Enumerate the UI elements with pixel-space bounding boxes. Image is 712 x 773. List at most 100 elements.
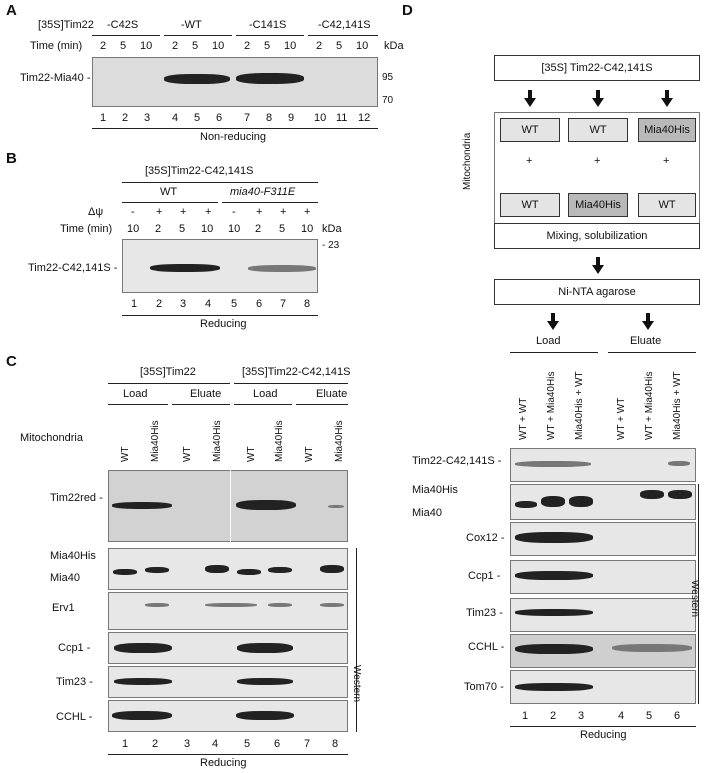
- panel-c-condition: Reducing: [200, 757, 247, 769]
- panel-b-dpsi-5: -: [232, 206, 236, 218]
- panel-c-construct-1: [35S]Tim22: [140, 366, 196, 378]
- panel-a-lane-11: 11: [336, 112, 348, 124]
- panel-d-lane-label-1: WT + WT: [518, 397, 529, 440]
- panel-d-fraction-eluate: Eluate: [630, 335, 662, 347]
- panel-a-time-11: 5: [336, 40, 343, 52]
- panel-a-group-3: -C141S: [249, 19, 287, 31]
- panel-c-lane-3: 3: [184, 738, 191, 750]
- panel-b-time-1: 10: [127, 223, 140, 235]
- panel-d-band-mia40-5: [640, 490, 664, 499]
- panel-b-dpsi-6: +: [256, 206, 263, 218]
- panel-c-lane-1: 1: [122, 738, 129, 750]
- panel-c-band-tim23-b: [237, 678, 293, 685]
- panel-a-time-6: 10: [212, 40, 225, 52]
- panel-a-blot: [92, 57, 378, 107]
- panel-d-pair-1-top: WT: [500, 118, 560, 142]
- panel-d-blot-mia40: [510, 484, 696, 520]
- panel-d-row-ccp1: Ccp1 -: [468, 570, 501, 582]
- panel-c-fraction-line-2: [172, 404, 230, 405]
- panel-d-frac-arrow-stem-1: [551, 313, 555, 321]
- panel-a-lane-12: 12: [358, 112, 371, 124]
- panel-a-group-2: -WT: [181, 19, 202, 31]
- panel-c-lane-2: 2: [152, 738, 159, 750]
- panel-c-row-tim23: Tim23 -: [56, 676, 93, 688]
- panel-a-lane-4: 4: [172, 112, 179, 124]
- panel-b-dpsi-2: +: [156, 206, 163, 218]
- panel-c-western-bracket: [356, 548, 357, 732]
- panel-d-pair-1-bottom: WT: [500, 193, 560, 217]
- panel-b-time-4: 10: [201, 223, 214, 235]
- panel-d-letter: D: [402, 2, 413, 19]
- panel-a-lane-5: 5: [194, 112, 201, 124]
- panel-d-eluate-line: [608, 352, 696, 353]
- panel-c-band-tim22: [112, 502, 172, 509]
- panel-a-time-12: 10: [356, 40, 369, 52]
- panel-d-row-tim23: Tim23 -: [466, 607, 503, 619]
- panel-d-top-arrow-down-icon-1: [524, 98, 536, 107]
- panel-c-blot-erv1: [108, 592, 348, 630]
- panel-b-time-label: Time (min): [60, 223, 113, 235]
- panel-c-mito-7: WT: [304, 446, 315, 462]
- panel-c-band-tim23-a: [114, 678, 172, 685]
- panel-c-fraction-2: Eluate: [190, 388, 222, 400]
- panel-c-construct-line-1: [108, 383, 230, 384]
- panel-a-group-1: -C42S: [107, 19, 139, 31]
- panel-d-row-mia40his: Mia40His: [412, 484, 458, 496]
- panel-d-lane-6: 6: [674, 710, 681, 722]
- panel-c-row-mia40: Mia40: [50, 572, 80, 584]
- panel-c-band-mia40-6: [268, 567, 292, 573]
- panel-d-row-cox12: Cox12 -: [466, 532, 505, 544]
- panel-d-lane-2: 2: [550, 710, 557, 722]
- panel-c-fraction-line-1: [108, 404, 168, 405]
- panel-a-group-4: -C42,141S: [318, 19, 371, 31]
- panel-c-mito-2: Mia40His: [150, 420, 161, 462]
- panel-c-band-mia40-2: [145, 567, 169, 573]
- panel-a-time-7: 2: [244, 40, 251, 52]
- panel-c-row-mia40his: Mia40His: [50, 550, 96, 562]
- panel-d-lane-label-4: WT + WT: [616, 397, 627, 440]
- panel-d-frac-arrow-stem-2: [646, 313, 650, 321]
- panel-a-bracket-3: [236, 35, 304, 36]
- panel-b-band-mutant: [248, 265, 316, 272]
- panel-a-kda: kDa: [384, 40, 404, 52]
- panel-c-mito-label: Mitochondria: [20, 432, 83, 444]
- panel-a-bracket-2: [164, 35, 232, 36]
- panel-d-band-tim23: [515, 609, 593, 616]
- panel-b-time-7: 5: [279, 223, 286, 235]
- panel-c-mito-4: Mia40His: [212, 420, 223, 462]
- panel-b-marker: - 23: [322, 240, 340, 251]
- panel-b-lane-4: 4: [205, 298, 212, 310]
- panel-c-lane-8: 8: [332, 738, 339, 750]
- panel-d-fraction-load: Load: [536, 335, 561, 347]
- panel-d-band-tim22-load: [515, 461, 591, 467]
- panel-c-western: Western: [351, 665, 362, 703]
- panel-d-nita-arrow-down-icon-1: [592, 265, 604, 274]
- panel-a-time-label: Time (min): [30, 40, 83, 52]
- panel-b-lane-2: 2: [156, 298, 163, 310]
- panel-c-band-mia40-1: [113, 569, 137, 575]
- panel-b-time-5: 10: [228, 223, 241, 235]
- panel-d-top-box: [35S] Tim22-C42,141S: [494, 55, 700, 81]
- panel-c-fraction-4: Eluate: [316, 388, 348, 400]
- panel-d-lane-label-6: Mia40His + WT: [672, 371, 683, 440]
- panel-b-time-8: 10: [301, 223, 314, 235]
- panel-c-band-erv1-d: [320, 603, 344, 607]
- panel-b-letter: B: [6, 150, 17, 167]
- panel-c-lane-4: 4: [212, 738, 219, 750]
- panel-d-row-tim22: Tim22-C42,141S -: [412, 455, 502, 467]
- panel-c-mito-3: WT: [182, 446, 193, 462]
- panel-d-band-ccp1: [515, 571, 593, 580]
- panel-d-nita-arrow-stem-1: [596, 257, 600, 265]
- panel-a-time-1: 2: [100, 40, 107, 52]
- panel-d-lane-5: 5: [646, 710, 653, 722]
- panel-c-band-eluate: [328, 505, 344, 508]
- panel-b-row-label: Tim22-C42,141S -: [28, 262, 118, 274]
- panel-c-band-c42: [236, 500, 296, 510]
- panel-b-strain-line-1: [122, 202, 218, 203]
- panel-d-top-arrow-stem-1: [528, 90, 532, 98]
- panel-a-bracket-1: [92, 35, 160, 36]
- panel-d-band-cchl-load: [515, 644, 593, 654]
- panel-a-condition-line: [92, 128, 378, 129]
- panel-d-pair-2-bottom: Mia40His: [568, 193, 628, 217]
- panel-d-plus-2: +: [594, 155, 601, 167]
